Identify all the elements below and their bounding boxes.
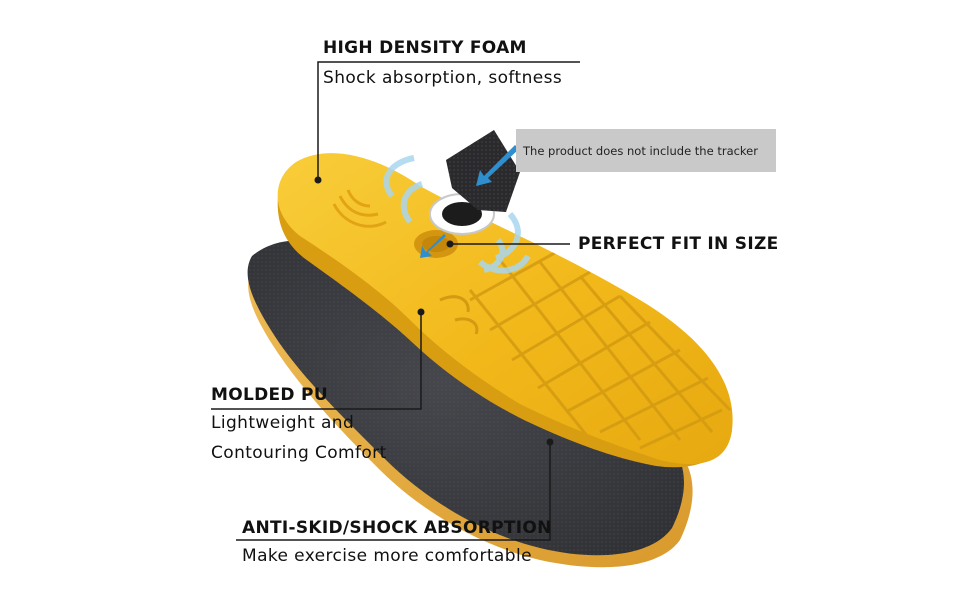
skid-desc: Make exercise more comfortable	[242, 546, 532, 566]
skid-title: ANTI-SKID/SHOCK ABSORPTION	[242, 518, 552, 538]
foam-desc: Shock absorption, softness	[323, 68, 563, 88]
callout-foam: HIGH DENSITY FOAM Shock absorption, soft…	[323, 38, 562, 90]
foam-dot	[314, 176, 322, 184]
fit-title: PERFECT FIT IN SIZE	[578, 234, 779, 254]
pu-desc-line1: Lightweight and	[211, 413, 355, 433]
pu-desc-line2: Contouring Comfort	[211, 443, 387, 463]
skid-dot	[546, 438, 554, 446]
top-insole	[277, 153, 733, 465]
pu-dot	[417, 308, 425, 316]
blue-arrow-icon	[420, 145, 519, 258]
signal-arcs-icon	[383, 155, 531, 274]
pu-title: MOLDED PU	[211, 385, 328, 405]
diamond-grid	[468, 248, 732, 453]
signal-waves-icon	[332, 189, 387, 228]
tracker-note: The product does not include the tracker	[516, 129, 776, 172]
leader-lines	[211, 61, 580, 541]
callout-pu: MOLDED PU Lightweight and Contouring Com…	[211, 385, 387, 465]
callout-fit: PERFECT FIT IN SIZE	[578, 234, 779, 254]
fit-dot	[446, 240, 454, 248]
foam-title: HIGH DENSITY FOAM	[323, 38, 527, 58]
callout-skid: ANTI-SKID/SHOCK ABSORPTION Make exercise…	[242, 518, 552, 568]
